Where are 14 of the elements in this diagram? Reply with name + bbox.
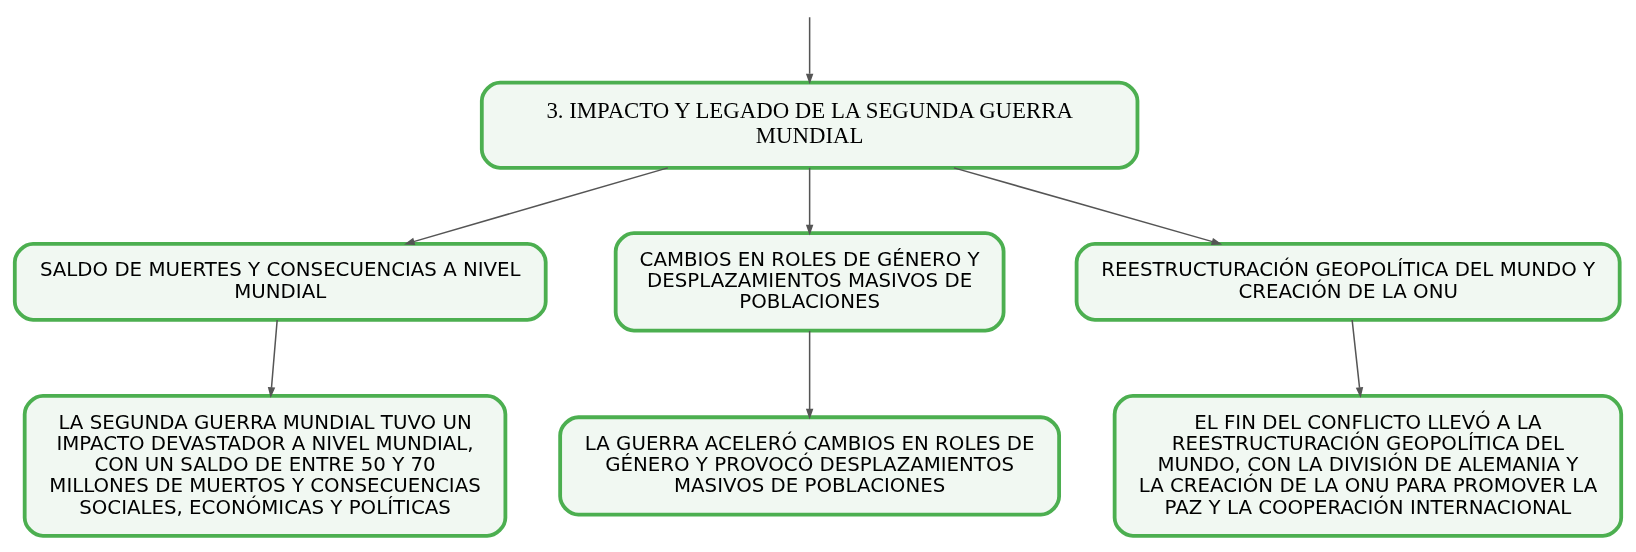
arrow	[805, 330, 814, 420]
node-box: EL FIN DEL CONFLICTO LLEVÓ A LA REESTRUCTURACIÓN GEOPOLÍTICA DEL MUNDO, CON LA DIVISIÓN DE ALEMANIA Y LA CREACIÓN DE LA ONU PARA PROMOVER LA PAZ Y LA COOPERACIÓN INTERNACIONAL	[1112, 394, 1624, 538]
arrow	[805, 167, 814, 236]
arrow	[805, 16, 814, 85]
node-box: REESTRUCTURACIÓN GEOPOLÍTICA DEL MUNDO Y CREACIÓN DE LA ONU	[1074, 241, 1622, 322]
node-box: LA GUERRA ACELERÓ CAMBIOS EN ROLES DE GÉNERO Y PROVOCÓ DESPLAZAMIENTOS MASIVOS DE POBLACIONES	[558, 415, 1061, 517]
node-box: 3. IMPACTO Y LEGADO DE LA SEGUNDA GUERRA MUNDIAL	[479, 80, 1140, 170]
arrow	[1351, 319, 1364, 398]
node-box: CAMBIOS EN ROLES DE GÉNERO Y DESPLAZAMIENTOS MASIVOS DE POBLACIONES	[613, 231, 1006, 333]
arrow	[953, 167, 1223, 246]
node-box: SALDO DE MUERTES Y CONSECUENCIAS A NIVEL MUNDIAL	[12, 241, 548, 322]
arrow	[404, 167, 669, 246]
node-box: LA SEGUNDA GUERRA MUNDIAL TUVO UN IMPACTO DEVASTADOR A NIVEL MUNDIAL, CON UN SALDO DE ENTRE 50 Y 70 MILLONES DE MUERTOS Y CONSECUENCIAS SOCIALES, ECONÓMICAS Y POLÍTICAS	[22, 394, 508, 538]
arrow	[267, 319, 278, 398]
